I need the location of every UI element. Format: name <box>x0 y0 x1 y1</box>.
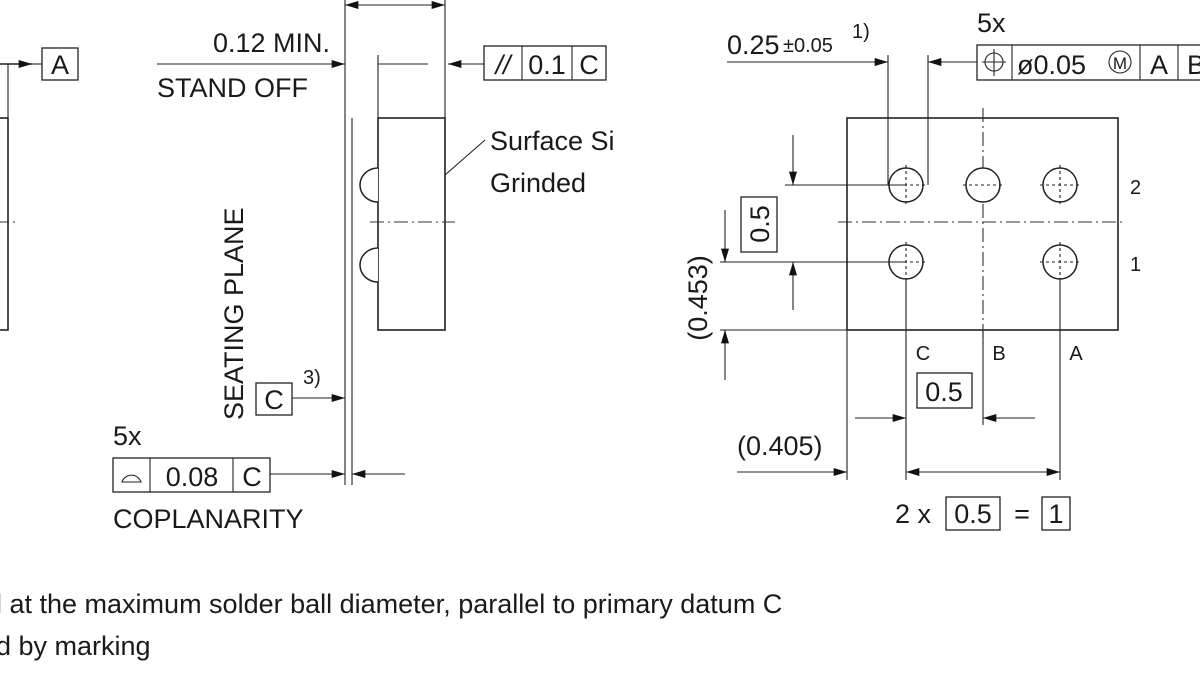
svg-text:M: M <box>1113 54 1127 73</box>
row-label: 2 <box>1130 177 1141 199</box>
note-line: d by marking <box>0 631 151 661</box>
svg-text:0.5: 0.5 <box>954 499 992 529</box>
package-body-side <box>377 117 446 331</box>
seating-plane-label: SEATING PLANE <box>219 207 249 420</box>
note-line: l at the maximum solder ball diameter, p… <box>0 589 782 619</box>
pitch-vertical: 0.5 <box>745 205 775 243</box>
svg-text:C: C <box>579 50 599 80</box>
parallelism-icon: // <box>493 50 513 80</box>
svg-text:ø0.05: ø0.05 <box>1017 50 1086 80</box>
svg-text:B: B <box>1187 50 1200 80</box>
parallelism-frame: // 0.1 C <box>483 45 607 81</box>
col-label: B <box>992 343 1005 365</box>
svg-text:A: A <box>1150 50 1168 80</box>
notes: l at the maximum solder ball diameter, p… <box>0 589 782 661</box>
solder-ball <box>359 167 379 203</box>
surface-note: Surface Si <box>490 126 615 156</box>
position-icon <box>982 49 1006 76</box>
svg-text:3): 3) <box>303 367 321 389</box>
mmc-icon <box>1108 50 1132 74</box>
col-label: C <box>916 343 930 365</box>
coplanarity-icon <box>121 474 142 483</box>
left-view: A <box>0 47 79 331</box>
offset-vertical: (0.453) <box>683 255 713 341</box>
position-frame: ø0.05 M A B <box>976 44 1200 81</box>
col-label: A <box>1069 343 1083 365</box>
svg-text:0.1: 0.1 <box>528 50 566 80</box>
solder-ball <box>359 247 379 283</box>
svg-text:5x: 5x <box>977 8 1006 38</box>
standoff-label: STAND OFF <box>157 73 308 103</box>
surface-note: Grinded <box>490 168 586 198</box>
total-dimension: 1 <box>1048 499 1063 529</box>
ball-diameter: 0.25 <box>727 30 780 60</box>
svg-text:1): 1) <box>852 21 870 43</box>
svg-text:=: = <box>1014 499 1030 529</box>
svg-text:5x: 5x <box>113 421 142 451</box>
standoff-value: 0.12 MIN. <box>213 28 330 58</box>
svg-text:C: C <box>264 385 284 415</box>
bottom-view: 2 1 C B A 0.25 ±0.05 1) 5x ø0.05 M A B <box>683 8 1200 531</box>
datum-a-box <box>41 47 79 81</box>
svg-text:2 x: 2 x <box>895 499 932 529</box>
svg-text:C: C <box>242 462 262 492</box>
datum-c-box <box>255 382 293 416</box>
coplanarity-label: COPLANARITY <box>113 504 304 534</box>
svg-text:0.08: 0.08 <box>166 462 219 492</box>
offset-horizontal: (0.405) <box>737 431 823 461</box>
row-label: 1 <box>1130 254 1141 276</box>
side-view: 0.12 MIN. STAND OFF // 0.1 C Surface Si … <box>112 0 615 534</box>
coplanarity-frame: 0.08 C <box>112 457 271 493</box>
svg-text:±0.05: ±0.05 <box>783 35 833 57</box>
pitch-horizontal: 0.5 <box>925 377 963 407</box>
datum-a-label: A <box>51 50 69 80</box>
package-edge <box>0 117 9 331</box>
